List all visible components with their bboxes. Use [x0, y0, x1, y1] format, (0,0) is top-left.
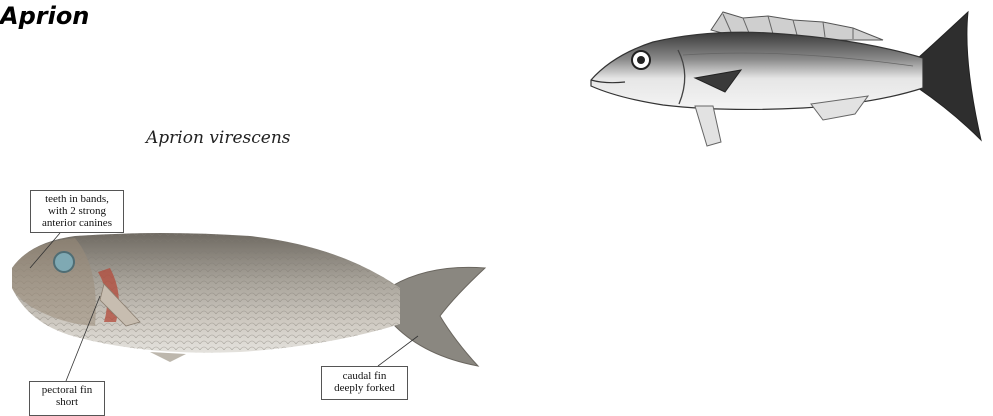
pectoral-fin-callout: pectoral fin short [29, 381, 105, 416]
fish-line-drawing [583, 0, 993, 160]
teeth-callout: teeth in bands, with 2 strong anterior c… [30, 190, 124, 233]
pectoral-callout-line-2: short [30, 396, 104, 408]
teeth-callout-line-3: anterior canines [31, 217, 123, 229]
caudal-callout-line-2: deeply forked [322, 382, 407, 394]
species-title: Aprion virescens [146, 128, 291, 148]
page-title: Aprion [0, 2, 89, 30]
pectoral-callout-line-1: pectoral fin [30, 384, 104, 396]
teeth-callout-line-2: with 2 strong [31, 205, 123, 217]
caudal-fin-callout: caudal fin deeply forked [321, 366, 408, 400]
teeth-callout-line-1: teeth in bands, [31, 193, 123, 205]
caudal-callout-line-1: caudal fin [322, 370, 407, 382]
